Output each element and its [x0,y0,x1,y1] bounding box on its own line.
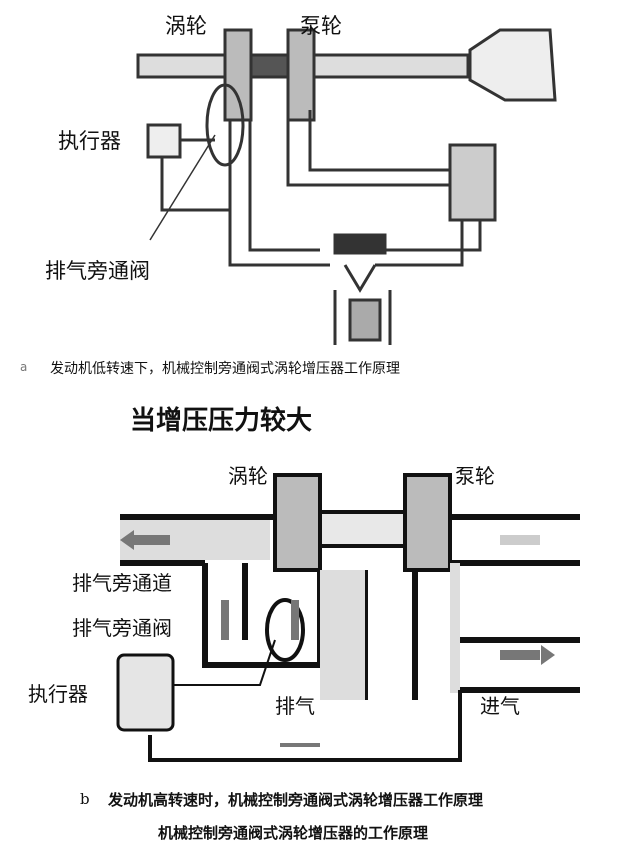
turbine-b [273,473,322,572]
label-intake: 进气 [480,694,520,718]
label-pump-a: 泵轮 [300,14,342,38]
figure-a-letter: a [20,360,28,374]
turbine-housing-a [223,28,253,122]
section-heading: 当增压压力较大 [130,406,313,436]
label-bypass-channel: 排气旁通道 [72,571,172,595]
intercooler-a [448,143,497,222]
figure-a-caption: 发动机低转速下，机械控制旁通阀式涡轮增压器工作原理 [50,361,400,377]
actuator-a [146,123,182,159]
figure-b-letter: b [80,790,90,808]
label-turbine-a: 涡轮 [165,14,207,38]
label-wastegate-b: 排气旁通阀 [72,616,172,640]
pump-b [403,473,452,572]
pump-housing-a [286,28,316,122]
figure-b-diagram [116,473,580,762]
label-pump-b: 泵轮 [455,464,495,488]
label-wastegate-a: 排气旁通阀 [45,259,150,283]
label-exhaust: 排气 [275,694,315,718]
figure-a-diagram [136,28,557,345]
label-actuator-a: 执行器 [58,129,121,153]
label-turbine-b: 涡轮 [228,464,268,488]
label-actuator-b: 执行器 [28,682,88,706]
figure-b-caption: 发动机高转速时，机械控制旁通阀式涡轮增压器工作原理 [108,791,484,809]
actuator-b [116,653,175,732]
air-filter-a [468,28,557,102]
figure-title: 机械控制旁通阀式涡轮增压器的工作原理 [158,824,429,842]
